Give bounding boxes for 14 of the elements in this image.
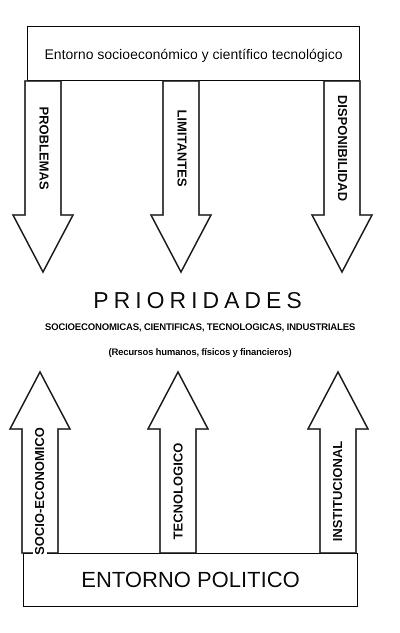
edge-label: PROBLEMAS — [36, 105, 50, 191]
edge-label: LIMITANTES — [174, 108, 188, 188]
edge-label: TECNOLOGICO — [170, 442, 185, 540]
block-arrow — [150, 80, 212, 274]
edge-label: INSTITUCIONAL — [331, 440, 346, 542]
resources-note: (Recursos humanos, físicos y financieros) — [108, 346, 292, 358]
priorities-areas: SOCIOECONOMICAS, CIENTIFICAS, TECNOLOGICAS, INDUSTRIALES — [44, 322, 356, 332]
edge-label: DISPONIBILIDAD — [335, 94, 350, 202]
priorities-heading: PRIORIDADES — [93, 286, 307, 314]
text-box — [23, 553, 358, 607]
box-title: ENTORNO POLITICO — [81, 567, 300, 593]
text-box — [27, 26, 360, 81]
box-title: Entorno socioeconómico y científico tecnológico — [44, 46, 343, 62]
edge-label: SOCIO-ECONOMICO — [32, 426, 47, 556]
